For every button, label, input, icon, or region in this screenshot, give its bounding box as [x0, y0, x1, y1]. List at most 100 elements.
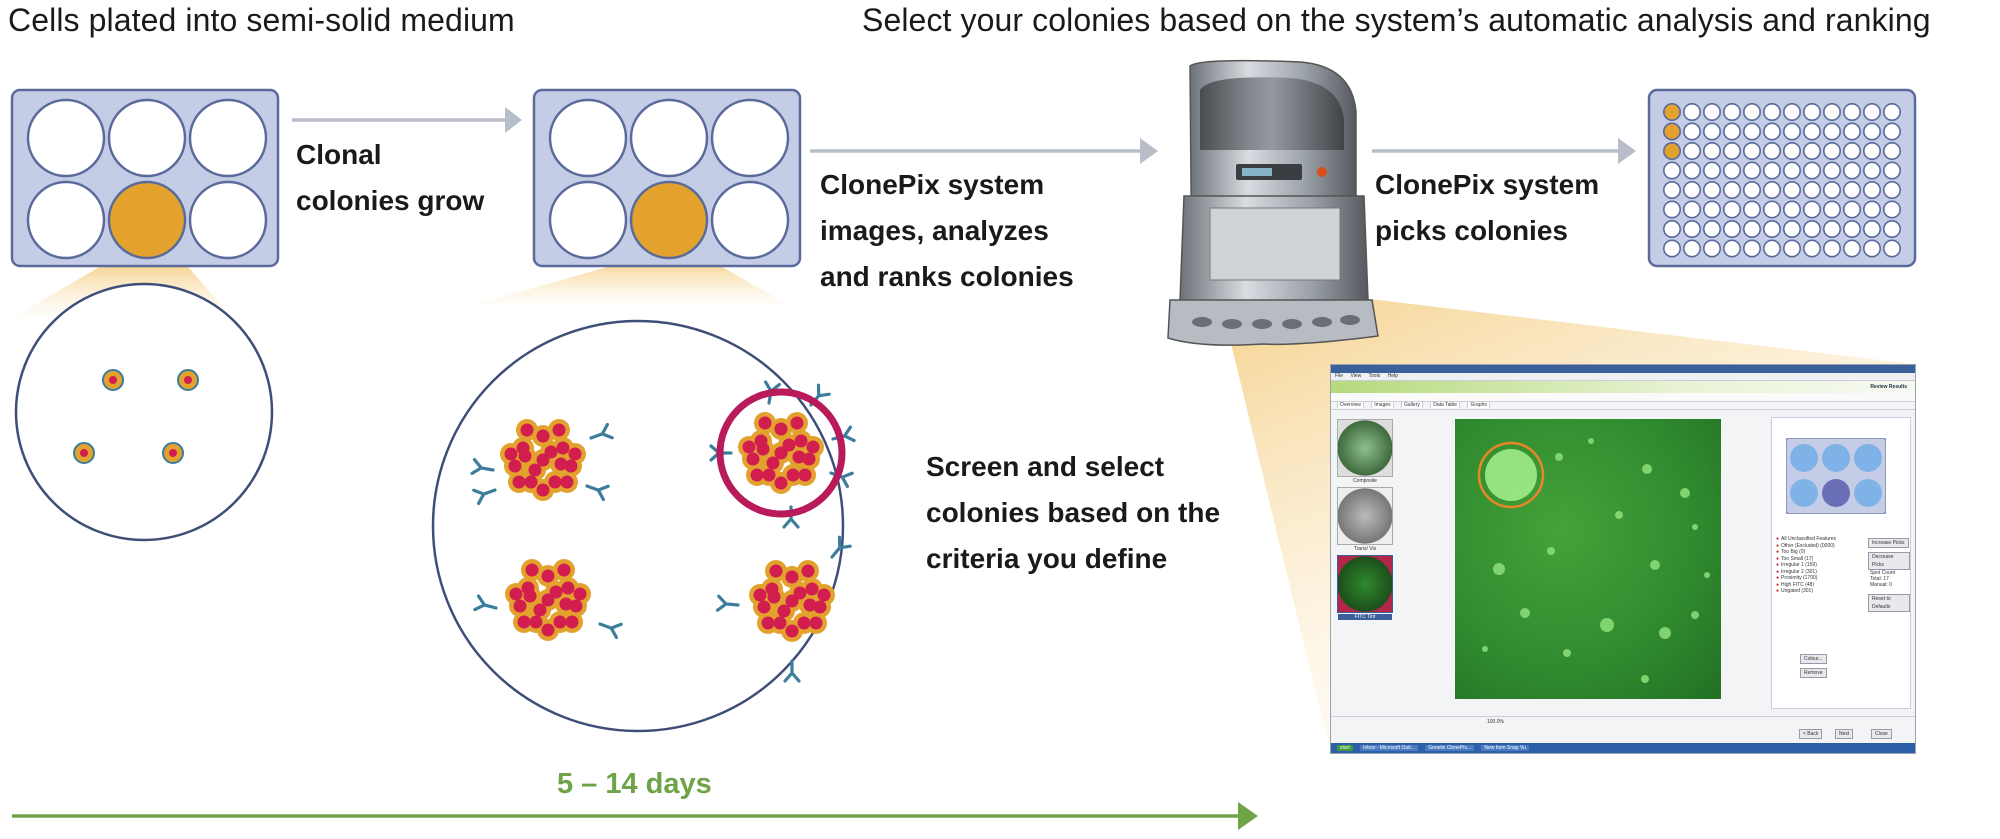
well-empty	[1803, 220, 1822, 239]
tab-gallery[interactable]: Gallery	[1401, 401, 1423, 408]
well-empty	[1803, 142, 1822, 161]
taskbar-item[interactable]: Inbox - Microsoft Outl...	[1360, 745, 1418, 751]
menu-view[interactable]: View	[1350, 373, 1362, 379]
legend-item[interactable]: High FITC (48)	[1776, 582, 1836, 589]
magnify-beam-2	[470, 260, 790, 306]
well-empty	[1783, 161, 1802, 180]
well-empty	[1763, 181, 1782, 200]
step-images-line-3: and ranks colonies	[820, 261, 1074, 292]
cell-nucleus	[508, 459, 522, 473]
spot-stats: Spot Count Total: 17 Manual: 0	[1870, 570, 1895, 588]
legend-item[interactable]: Ungated (301)	[1776, 588, 1836, 595]
well-empty	[1663, 161, 1682, 180]
review-results-band: Review Results	[1331, 381, 1915, 393]
well-empty	[1823, 239, 1842, 258]
step-screen-line-3: criteria you define	[926, 543, 1168, 574]
cell-nucleus	[774, 476, 788, 490]
colour-button[interactable]: Colour...	[1800, 654, 1827, 664]
start-button[interactable]: start	[1337, 745, 1353, 751]
tab-images[interactable]: Images	[1371, 401, 1394, 408]
thumb-caption: Trans/ Vis	[1353, 546, 1377, 552]
menu-help[interactable]: Help	[1387, 373, 1398, 379]
well-empty	[1843, 161, 1862, 180]
cell-nucleus	[533, 603, 547, 617]
well-empty	[1863, 142, 1882, 161]
cell-nucleus	[817, 588, 831, 602]
well-empty	[1703, 181, 1722, 200]
cell-nucleus	[802, 452, 816, 466]
cell-nucleus	[761, 616, 775, 630]
taskbar-item[interactable]: Genetix ClonePix...	[1425, 745, 1475, 751]
well-empty	[1823, 142, 1842, 161]
well-picked	[1663, 103, 1682, 122]
well-empty	[1743, 103, 1762, 122]
thumb-trans-vis[interactable]: Trans/ Vis	[1337, 487, 1393, 552]
well-empty	[1743, 220, 1762, 239]
well-empty	[1883, 239, 1902, 258]
tab-overview[interactable]: Overview	[1337, 401, 1364, 408]
legend-item[interactable]: Proximity (1700)	[1776, 575, 1836, 582]
six-well-plate-1	[10, 88, 280, 268]
step-images-analyzes: ClonePix system images, analyzes and ran…	[820, 162, 1074, 300]
cell-nucleus	[568, 447, 582, 461]
legend-item[interactable]: Too Small (17)	[1776, 556, 1836, 563]
cell-nucleus	[559, 597, 573, 611]
screenshot-menubar: File View Tools Help	[1331, 373, 1915, 381]
well-empty	[1723, 122, 1742, 141]
thumb-fitc[interactable]: FITC Tint	[1337, 555, 1393, 620]
well-empty	[1743, 122, 1762, 141]
next-button[interactable]: Next	[1835, 729, 1854, 739]
well-empty	[1843, 181, 1862, 200]
cell-nucleus	[528, 463, 542, 477]
legend-item[interactable]: Other (Excluded) (0000)	[1776, 543, 1836, 550]
taskbar-item[interactable]: New Item Snap Vu	[1481, 745, 1529, 751]
well-empty	[1843, 200, 1862, 219]
well-empty	[1783, 220, 1802, 239]
cell-nucleus	[552, 423, 566, 437]
well-empty	[1723, 142, 1742, 161]
cell-colony	[709, 380, 856, 529]
cell-nucleus	[557, 563, 571, 577]
menu-tools[interactable]: Tools	[1368, 373, 1381, 379]
well-empty	[1743, 142, 1762, 161]
menu-file[interactable]: File	[1335, 373, 1344, 379]
cell-nucleus	[785, 594, 799, 608]
increase-picks-button[interactable]: Increase Picks	[1868, 538, 1909, 548]
decrease-picks-button[interactable]: Decrease Picks	[1868, 552, 1910, 570]
legend-item[interactable]: Too Big (0)	[1776, 549, 1836, 556]
thumb-composite[interactable]: Composite	[1337, 419, 1393, 484]
well-empty	[1763, 239, 1782, 258]
zoom-level: 100.0%	[1487, 719, 1504, 725]
back-button[interactable]: < Back	[1799, 729, 1823, 739]
fluorescence-image[interactable]	[1455, 419, 1721, 699]
cell-nucleus	[774, 446, 788, 460]
well-empty	[1683, 103, 1702, 122]
thumb-caption: FITC Tint	[1338, 614, 1392, 620]
fluorescence-colonies	[1477, 438, 1710, 683]
tab-graphs[interactable]: Graphs	[1467, 401, 1490, 408]
legend-item[interactable]: All Unclassified Features	[1776, 536, 1836, 543]
close-button[interactable]: Close	[1871, 729, 1892, 739]
stat-manual: Manual: 0	[1870, 582, 1892, 588]
timeline-arrow	[12, 802, 1258, 830]
well-empty	[1863, 200, 1882, 219]
cell-nucleus	[798, 468, 812, 482]
cell-nucleus	[785, 570, 799, 584]
well-empty	[1763, 220, 1782, 239]
plate-map	[1786, 438, 1886, 514]
feature-legend: All Unclassified Features Other (Exclude…	[1776, 536, 1836, 595]
remove-button[interactable]: Remove	[1800, 668, 1827, 678]
legend-item[interactable]: Irregular 2 (301)	[1776, 569, 1836, 576]
cell-nucleus	[803, 598, 817, 612]
tab-data-table[interactable]: Data Table	[1430, 401, 1461, 408]
well-empty	[1883, 181, 1902, 200]
step-picks-colonies: ClonePix system picks colonies	[1375, 162, 1599, 254]
well-empty	[1683, 161, 1702, 180]
reset-defaults-button[interactable]: Reset to Defaults	[1868, 594, 1910, 612]
review-results-label: Review Results	[1870, 384, 1907, 390]
well-empty	[1843, 103, 1862, 122]
well-empty	[1823, 161, 1842, 180]
legend-item[interactable]: Irregular 1 (159)	[1776, 562, 1836, 569]
cell-nucleus	[782, 438, 796, 452]
well-empty	[1763, 161, 1782, 180]
